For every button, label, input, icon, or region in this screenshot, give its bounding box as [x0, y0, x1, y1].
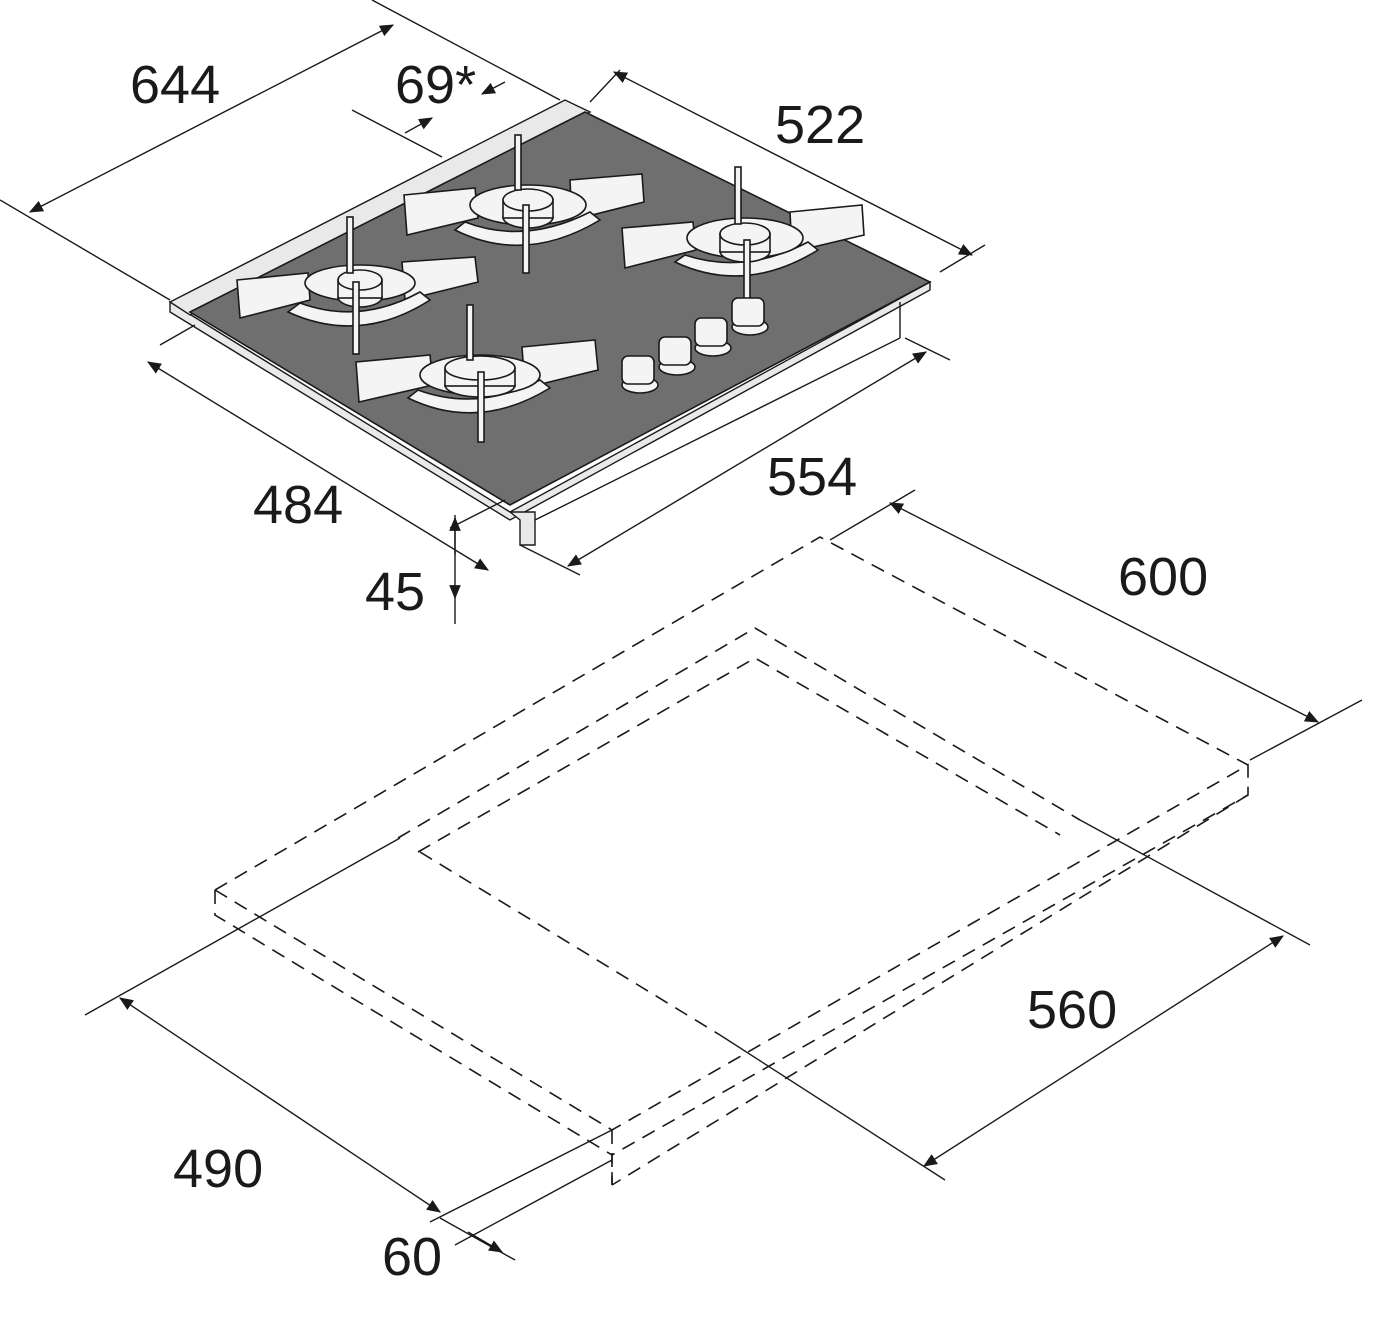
label-600: 600 — [1118, 547, 1208, 607]
dimension-522 — [589, 69, 986, 273]
label-490: 490 — [173, 1139, 263, 1199]
control-knob-1 — [621, 355, 659, 394]
label-644: 644 — [130, 55, 220, 115]
dimension-554 — [519, 337, 951, 576]
label-484: 484 — [253, 475, 343, 535]
dimension-644 — [0, 0, 561, 301]
label-522: 522 — [775, 95, 865, 155]
cutout-outline — [214, 536, 1249, 1186]
label-560: 560 — [1027, 980, 1117, 1040]
label-60: 60 — [382, 1227, 442, 1287]
label-45: 45 — [365, 562, 425, 622]
label-69: 69* — [395, 55, 476, 115]
dimension-560 — [719, 819, 1311, 1181]
control-knob-4 — [731, 297, 769, 336]
dimension-490 — [84, 837, 613, 1223]
dimension-60 — [439, 1159, 613, 1261]
label-554: 554 — [767, 447, 857, 507]
control-knob-3 — [694, 317, 732, 357]
control-knob-2 — [658, 336, 696, 376]
dimension-69 — [351, 81, 506, 158]
burner-rear-center — [403, 134, 645, 274]
dimension-600 — [829, 489, 1363, 761]
hob-base-block — [508, 511, 536, 546]
burner-rear-left — [236, 216, 479, 355]
